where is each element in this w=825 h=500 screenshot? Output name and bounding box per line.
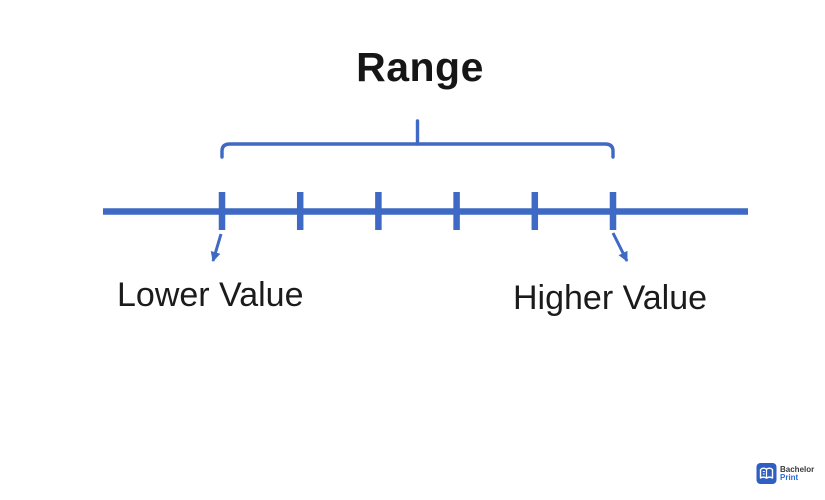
brand-name-top: Bachelor <box>780 464 815 474</box>
brand-logo: Bachelor Print <box>756 462 814 485</box>
higher-value-label: Higher Value <box>513 279 708 317</box>
tick-marks <box>218 192 617 230</box>
lower-value-label: Lower Value <box>117 276 304 314</box>
lower-value-arrow <box>210 233 223 262</box>
brand-name-bottom: Print <box>780 472 799 482</box>
open-book-icon <box>756 463 777 484</box>
range-brace <box>220 142 615 159</box>
higher-value-arrow <box>611 232 629 262</box>
diagram-title: Range <box>356 44 484 90</box>
